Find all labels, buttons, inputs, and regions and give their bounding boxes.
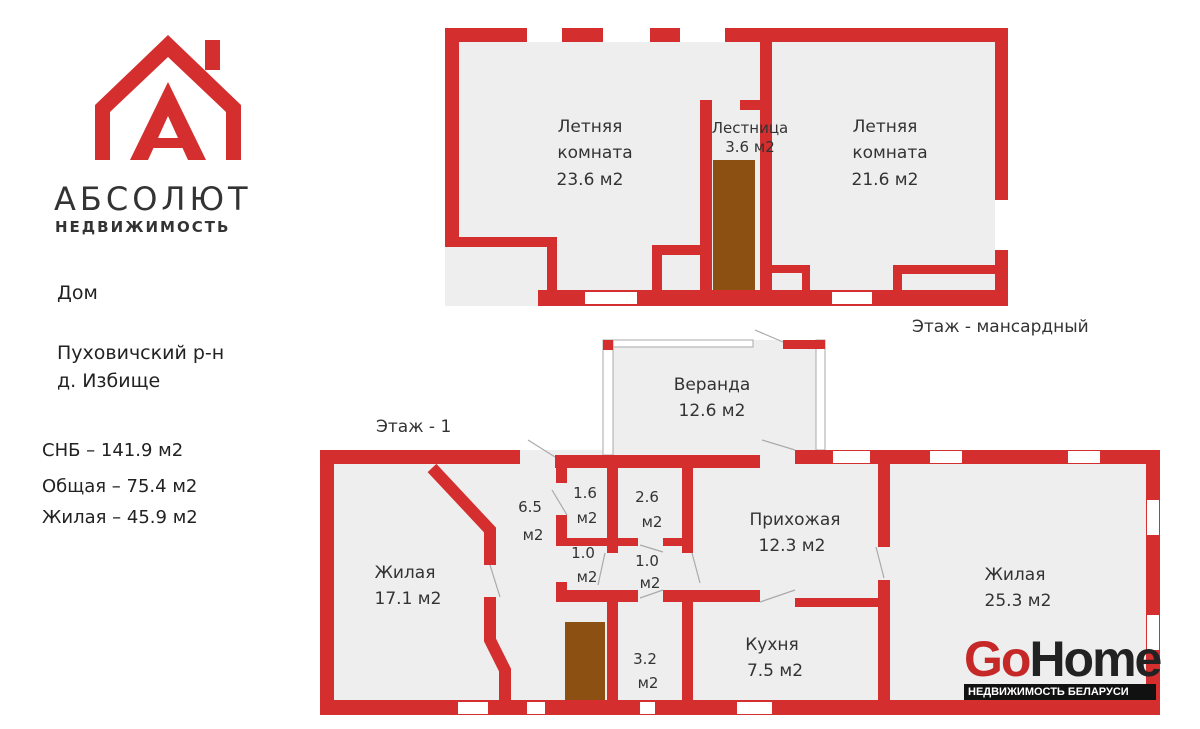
living-1-area: 17.1 м2 [375, 589, 442, 609]
room-1-0b-unit: м2 [640, 574, 661, 592]
area-total: Общая – 75.4 м2 [42, 476, 198, 497]
living-2-name: Жилая [985, 565, 1046, 585]
brand-logo: АБСОЛЮТ НЕДВИЖИМОСТЬ [50, 30, 290, 240]
kitchen-area: 7.5 м2 [747, 661, 803, 681]
house-logo-icon [95, 35, 241, 160]
veranda-area: 12.6 м2 [679, 401, 746, 421]
property-type: Дом [57, 282, 98, 304]
ground-floor-label: Этаж - 1 [376, 417, 451, 437]
room-6-5-unit: м2 [523, 526, 544, 544]
room-1-0a-unit: м2 [577, 568, 598, 586]
stairs-area: 3.6 м2 [725, 138, 774, 156]
room-summer-1-name2: комната [557, 143, 632, 163]
room-1-6-num: 1.6 [573, 484, 597, 502]
room-summer-2-name: Летняя [853, 117, 918, 137]
room-summer-1-area: 23.6 м2 [557, 170, 624, 190]
living-1-name: Жилая [375, 563, 436, 583]
attic-stairs [713, 160, 755, 290]
room-3-2-num: 3.2 [633, 650, 657, 668]
room-1-6-unit: м2 [577, 509, 598, 527]
gohome-watermark: GoHome НЕДВИЖИМОСТЬ БЕЛАРУСИ [964, 631, 1162, 700]
watermark-go: Go [964, 631, 1031, 687]
room-summer-1-name: Летняя [558, 117, 623, 137]
room-2-6-unit: м2 [642, 513, 663, 531]
veranda-name: Веранда [674, 375, 751, 395]
attic-floor-label: Этаж - мансардный [912, 317, 1089, 337]
ground-floor-plan [320, 329, 1160, 715]
property-district: Пуховичский р-н [57, 342, 225, 364]
room-1-0a-num: 1.0 [571, 544, 595, 562]
room-3-2-unit: м2 [638, 674, 659, 692]
property-village: д. Избище [57, 370, 161, 392]
room-summer-2-area: 21.6 м2 [852, 170, 919, 190]
living-2-area: 25.3 м2 [985, 591, 1052, 611]
brand-name: АБСОЛЮТ [54, 180, 252, 218]
attic-floor-plan [445, 28, 1008, 306]
area-snb: СНБ – 141.9 м2 [42, 440, 184, 461]
brand-subtitle: НЕДВИЖИМОСТЬ [55, 218, 231, 236]
hall-name: Прихожая [749, 510, 840, 530]
room-summer-2-name2: комната [852, 143, 927, 163]
watermark-tagline: НЕДВИЖИМОСТЬ БЕЛАРУСИ [964, 684, 1156, 700]
room-6-5-num: 6.5 [518, 498, 542, 516]
area-living: Жилая – 45.9 м2 [42, 507, 198, 528]
watermark-home: Home [1029, 631, 1162, 687]
kitchen-name: Кухня [745, 635, 799, 655]
room-1-0b-num: 1.0 [635, 552, 659, 570]
stairs-name: Лестница [712, 119, 788, 137]
room-2-6-num: 2.6 [635, 488, 659, 506]
hall-area: 12.3 м2 [759, 536, 826, 556]
ground-stairs [565, 622, 605, 700]
